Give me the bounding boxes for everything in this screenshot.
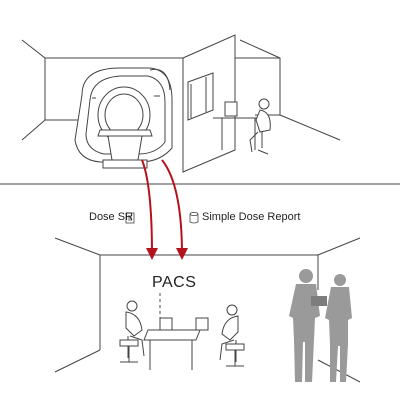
database-icon <box>189 211 199 224</box>
document-icon <box>125 212 135 224</box>
data-flow-arrows <box>141 159 183 256</box>
simple-dose-report-label: Simple Dose Report <box>202 211 301 223</box>
ct-scanner <box>74 67 173 169</box>
ct-room <box>21 39 341 141</box>
radiologist-left <box>119 300 145 363</box>
reading-desk <box>143 317 209 370</box>
standing-person-right <box>325 274 352 382</box>
pacs-label: PACS <box>152 274 197 291</box>
dose-sr-arrow <box>141 159 153 256</box>
ct-operator <box>213 98 271 155</box>
standing-person-left <box>289 269 327 382</box>
arrowheads <box>146 248 188 260</box>
arrowhead-right <box>176 248 188 260</box>
pacs-room <box>54 237 361 383</box>
dose-sr-label: Dose SR <box>89 211 134 223</box>
arrowhead-left <box>146 248 158 260</box>
simple-dose-report-arrow <box>161 159 183 256</box>
radiologist-right <box>219 304 245 367</box>
